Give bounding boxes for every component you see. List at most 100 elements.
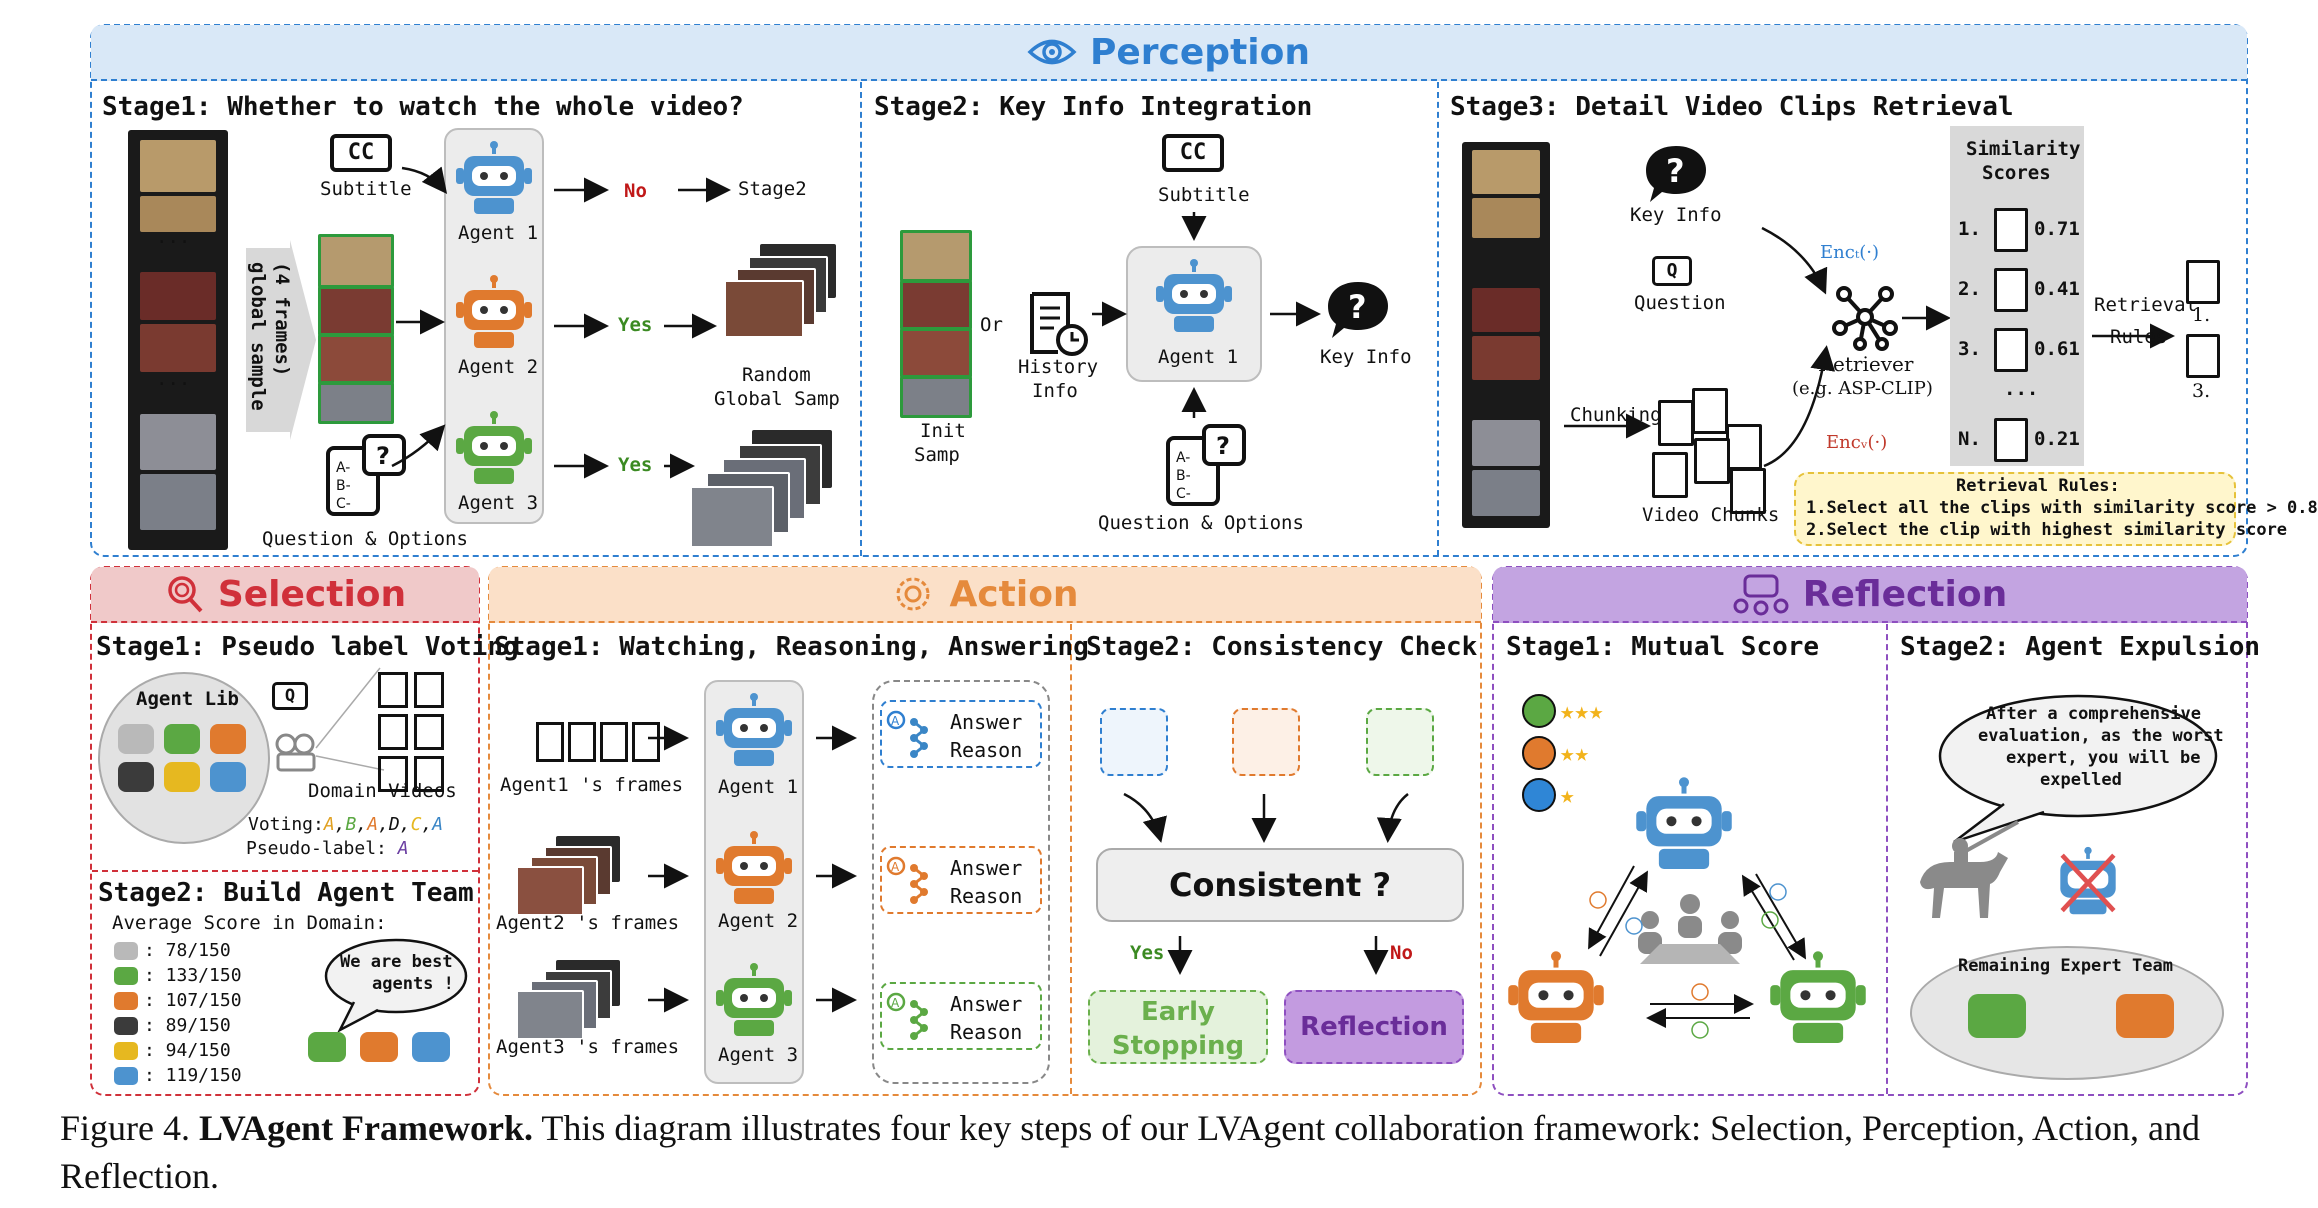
random-label: Random [742, 364, 811, 386]
svg-text:A: A [891, 860, 900, 874]
voting-values: A,B,A,D,C,A [324, 814, 443, 835]
selection-stage2-title: Stage2: Build Agent Team [98, 878, 474, 908]
svg-text:A: A [891, 714, 900, 728]
meeting-icon [1638, 894, 1742, 964]
svg-text:?: ? [1216, 432, 1230, 460]
frame-stack [516, 990, 584, 1040]
robot-icon-blue [412, 1032, 450, 1062]
video-frame [140, 272, 216, 320]
sampled-frame [318, 382, 394, 424]
rules-title: Retrieval Rules: [1956, 476, 2120, 496]
orange-dot [1522, 736, 1556, 770]
score-row-green: ★★★ [1522, 694, 1603, 728]
result-index: 1. [2192, 304, 2211, 326]
question-icon: Q [1652, 256, 1692, 286]
video-frame [1472, 470, 1540, 516]
frame-icon [536, 722, 564, 762]
sampled-frame [318, 234, 394, 288]
robot-icon-gray [118, 724, 154, 754]
reflection-header: Reflection [1493, 567, 2247, 623]
reflection-divider [1886, 624, 1888, 1094]
frame-stack [516, 866, 584, 916]
selection-header: Selection [91, 567, 479, 623]
robot-icon [114, 1016, 138, 1035]
speech-bubble [324, 938, 468, 1033]
vote-letter: , [421, 814, 433, 835]
rule-2: 2.Select the clip with highest similarit… [1806, 520, 2288, 540]
frame-icon [600, 722, 628, 762]
global-samp-label: Global Samp [714, 388, 840, 410]
speech-bubble [1938, 694, 2218, 844]
result-clip-icon [2186, 260, 2220, 304]
reasoning-icon-orange: A [886, 856, 928, 904]
agent3-frames-label: Agent3 's frames [496, 1036, 680, 1058]
perception-stage1-title: Stage1: Whether to watch the whole video… [102, 92, 744, 122]
samp-label: Samp [914, 444, 960, 466]
avg-score-label: Average Score in Domain: [112, 912, 387, 934]
score-value: 0.71 [2034, 218, 2080, 240]
video-clip-icon [414, 672, 444, 708]
video-chunk [1694, 438, 1730, 484]
agent1-label: Agent 1 [718, 776, 799, 798]
bubble-line-2: evaluation, as the worst [1978, 726, 2224, 746]
team-robots [308, 1032, 450, 1062]
stage2-target-label: Stage2 [738, 178, 807, 200]
subtitle-label: Subtitle [1158, 184, 1250, 206]
video-clip-icon [378, 672, 408, 708]
video-frame [1472, 336, 1540, 380]
pseudo-label-value: A [397, 838, 409, 859]
consistent-box: Consistent ? [1096, 848, 1464, 922]
agent-lib-robots [118, 724, 254, 792]
reflection-title: Reflection [1802, 573, 2008, 615]
action-title: Action [949, 573, 1079, 615]
vote-letter: , [356, 814, 368, 835]
agent3-label: Agent 3 [718, 1044, 799, 1066]
answer-box-green [880, 982, 1042, 1050]
key-info-icon: ? [1328, 282, 1388, 338]
vote-letter: D [388, 814, 400, 835]
score-row: : 133/150 [114, 963, 294, 988]
robot-icon [114, 991, 138, 1010]
question-label: Question [1634, 292, 1726, 314]
question-options-icon: A- B- C- ? [1166, 424, 1246, 506]
score-list: : 78/150: 133/150: 107/150: 89/150: 94/1… [114, 938, 294, 1088]
no-label: No [624, 180, 647, 202]
expelled-robot-icon [2060, 846, 2116, 915]
video-frame [140, 414, 216, 470]
perception-divider-2 [1437, 82, 1439, 556]
cc-icon: CC [330, 134, 392, 172]
remaining-label: Remaining Expert Team [1958, 956, 2173, 976]
score-value: : 119/150 [144, 1065, 242, 1086]
robot-icon-green [716, 963, 792, 1036]
perception-stage3-arrows [1564, 226, 2175, 468]
similarity-title: Similarity [1966, 138, 2081, 160]
clip-icon [1994, 208, 2028, 252]
bubble-line-1: We are best [340, 952, 453, 972]
selection-title: Selection [217, 573, 407, 615]
or-label: Or [980, 314, 1003, 336]
retriever-icon [1832, 286, 1898, 351]
video-chunk [1730, 468, 1766, 514]
star-icon: ★★★ [1560, 697, 1604, 725]
team-icon [1733, 574, 1789, 616]
robot-icon-green [308, 1032, 346, 1062]
knight-icon [1920, 820, 2019, 918]
answer-label: Answer [950, 992, 1023, 1016]
video-clip-icon [378, 714, 408, 750]
video-frame [140, 324, 216, 372]
init-label: Init [920, 420, 966, 442]
voting-line: Voting:A,B,A,D,C,A [248, 814, 444, 835]
bubble-line-2: agents ! [372, 974, 454, 994]
question-icon: Q [272, 682, 308, 710]
bubble-line-3: expert, you will be [2006, 748, 2201, 768]
perception-header: Perception [91, 25, 2247, 81]
result-clip-icon [2186, 334, 2220, 378]
score-value: : 78/150 [144, 940, 231, 961]
question-options-label: Question & Options [1098, 512, 1304, 534]
key-info-label: Key Info [1630, 204, 1722, 226]
agent1-label: Agent 1 [458, 222, 539, 244]
score-value: 0.61 [2034, 338, 2080, 360]
robot-icon-orange [360, 1032, 398, 1062]
robot-icon-dark [118, 762, 154, 792]
reason-label: Reason [950, 738, 1023, 762]
